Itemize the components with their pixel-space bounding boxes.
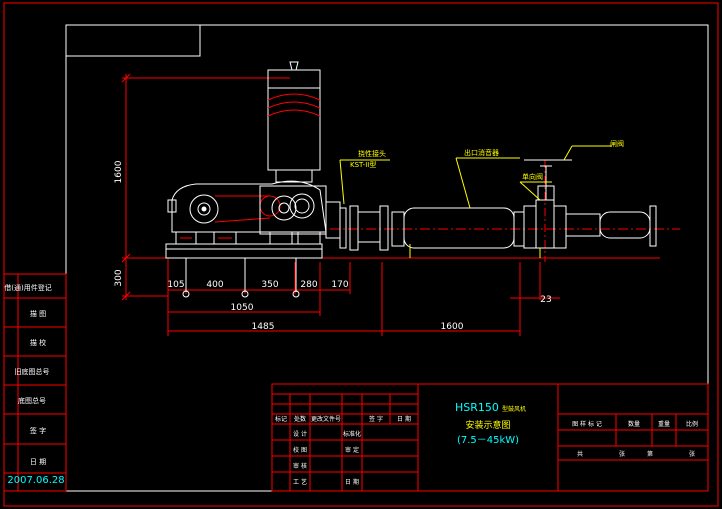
dim-1600-horizontal: 1600 [441, 322, 464, 332]
dim-400: 400 [206, 280, 223, 290]
sign-row-1-b: 审 定 [345, 446, 359, 454]
right-header-0: 图 样 标 记 [572, 420, 602, 428]
dim-105: 105 [167, 280, 184, 290]
top-left-box [65, 24, 201, 57]
rev-header-1: 处数 [294, 415, 306, 423]
callout-flex-joint-code: KST-II型 [350, 160, 376, 169]
dim-170: 170 [331, 280, 348, 290]
callout-lines [339, 145, 612, 209]
sign-row-0-a: 设 计 [293, 430, 307, 438]
left-item-5: 签 字 [30, 426, 46, 435]
sheet-row-2: 第 [647, 450, 653, 458]
rev-header-2: 更改文件号 [311, 415, 341, 423]
left-date: 2007.06.28 [7, 475, 64, 486]
vertical-dimensions [121, 73, 290, 301]
dim-300-vertical: 300 [114, 269, 124, 286]
title-model-suffix: 型鼓风机 [502, 405, 526, 413]
title-model: HSR150 [455, 401, 499, 414]
dim-1600-vertical: 1600 [114, 160, 124, 183]
sign-row-1-a: 校 图 [293, 446, 307, 454]
left-item-4: 底图总号 [18, 396, 46, 405]
right-header-1: 数量 [628, 420, 640, 428]
dim-280: 280 [300, 280, 317, 290]
motor [267, 61, 321, 183]
sheet-row-3: 张 [689, 450, 695, 458]
rev-header-0: 标记 [275, 415, 287, 423]
callout-gate-valve: 闸阀 [610, 139, 624, 148]
right-header-3: 比例 [686, 420, 698, 428]
sheet-row-1: 张 [619, 450, 625, 458]
blower [167, 180, 327, 245]
callout-check-valve: 单向阀 [522, 172, 543, 181]
left-item-0: 借(通)用件登记 [4, 283, 51, 292]
outer-frame [3, 2, 719, 507]
dim-23: 23 [540, 295, 551, 305]
rev-header-4: 日 期 [397, 415, 411, 423]
horizontal-dimensions [167, 258, 560, 336]
callout-flex-joint: 挠性接头 [358, 149, 386, 158]
base-frame [165, 243, 323, 298]
left-item-3: 旧底图总号 [15, 367, 50, 376]
pipe-assembly [325, 159, 657, 258]
right-header-2: 重量 [658, 420, 670, 428]
sign-row-3-a: 工 艺 [293, 478, 307, 486]
title-block [271, 383, 709, 492]
left-item-2: 描 校 [30, 338, 46, 347]
dim-350: 350 [261, 280, 278, 290]
dim-1485: 1485 [252, 322, 275, 332]
left-column: 借(通)用件登记 描 图 描 校 旧底图总号 底图总号 签 字 日 期 2007… [3, 273, 67, 492]
left-item-6: 日 期 [30, 458, 46, 466]
sign-row-2-a: 审 核 [293, 462, 307, 470]
callout-outlet-silencer: 出口消音器 [464, 148, 499, 157]
rev-header-3: 签 字 [369, 415, 383, 423]
left-item-1: 描 图 [30, 309, 46, 318]
title-line-2: 安装示意图 [465, 419, 510, 431]
sign-row-3-b: 日 期 [345, 478, 359, 486]
sign-row-0-b: 标准化 [343, 430, 361, 438]
dim-1050: 1050 [231, 303, 254, 313]
sheet-row-0: 共 [577, 450, 583, 458]
title-line-3: (7.5－45kW) [457, 435, 519, 446]
